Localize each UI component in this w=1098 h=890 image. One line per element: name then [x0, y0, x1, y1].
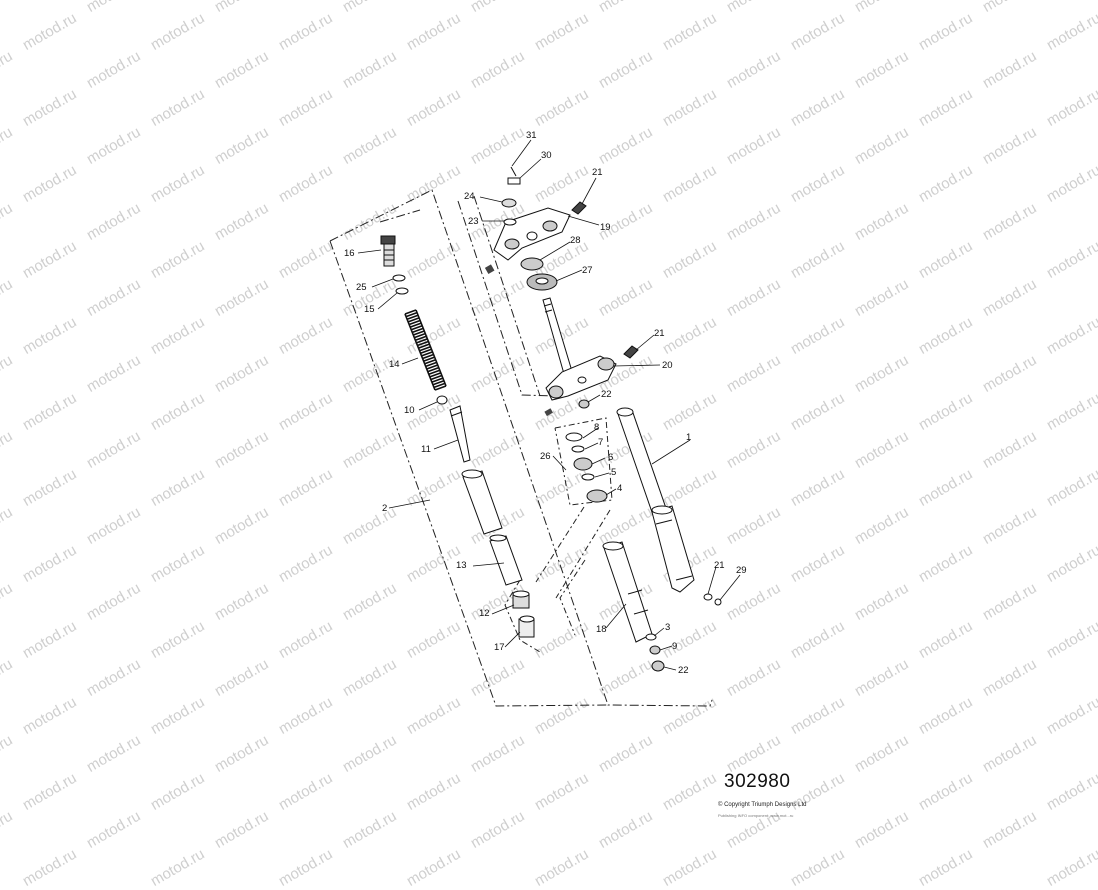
part-spacer-10: [436, 395, 448, 405]
callout-15: 15: [364, 304, 375, 315]
reference-number: 302980: [724, 771, 791, 792]
part-cap-22-lower: [651, 660, 665, 672]
part-inner-tube-13: [461, 469, 523, 586]
part-washer-18: [645, 633, 657, 641]
part-top-yoke-19: [493, 207, 571, 261]
part-bush-9: [518, 615, 535, 638]
callout-2: 2: [382, 503, 387, 514]
callout-6: 6: [608, 452, 613, 463]
callout-19: 19: [600, 222, 611, 233]
part-cap-22: [578, 399, 590, 409]
exploded-fork-diagram: 3130242123192816272515211420102287112616…: [329, 130, 747, 707]
leader-lines: [357, 139, 741, 671]
callout-21: 21: [714, 560, 725, 571]
callout-27: 27: [582, 265, 593, 276]
part-top-cap-16: [380, 235, 396, 267]
callout-25: 25: [356, 282, 367, 293]
seal-kit-bracket: [504, 417, 613, 653]
callout-14: 14: [389, 359, 400, 370]
callout-22: 22: [601, 389, 612, 400]
part-screw-21-top: [571, 201, 587, 215]
part-washer-29: [714, 598, 722, 606]
watermark-text: motod.ru: [147, 845, 208, 890]
callout-11: 11: [421, 444, 431, 455]
callout-30: 30: [541, 150, 552, 161]
part-screw-left: [484, 264, 495, 274]
part-bolt-21-lower: [703, 593, 713, 601]
part-washer-25: [392, 274, 406, 282]
part-washer-23: [503, 218, 517, 226]
watermark-text: motod.ru: [19, 845, 80, 890]
callout-21: 21: [592, 167, 603, 178]
callout-21: 21: [654, 328, 665, 339]
part-plate-30: [507, 177, 521, 185]
copyright-text: © Copyright Triumph Designs Ltd: [718, 802, 807, 808]
part-washer-15: [395, 287, 409, 295]
callout-12: 12: [479, 608, 490, 619]
callout-8: 8: [594, 422, 599, 433]
watermark-text: motod.ru: [787, 845, 848, 890]
part-seal-kit-4-8: [565, 432, 608, 503]
watermark-text: motod.ru: [659, 845, 720, 890]
part-spring-14: [404, 309, 447, 391]
part-bush-12: [512, 590, 530, 609]
callout-20: 20: [662, 360, 673, 371]
part-fork-slider-3: [602, 541, 653, 643]
callout-24: 24: [464, 191, 475, 202]
callout-22: 22: [678, 665, 689, 676]
outer-assembly-outline: [329, 189, 713, 707]
part-damper-rod-11: [449, 405, 471, 463]
callout-16: 16: [344, 248, 355, 259]
part-bottom-yoke-20: [545, 355, 617, 401]
part-bolt-17: [649, 645, 661, 655]
watermark-text: motod.ru: [275, 845, 336, 890]
callout-4: 4: [617, 483, 622, 494]
watermark-text: motod.ru: [1043, 845, 1098, 890]
watermark-text: motod.ru: [531, 845, 592, 890]
part-nut-28: [520, 257, 544, 271]
callout-18: 18: [596, 624, 607, 635]
part-fork-slider-1: [616, 407, 695, 593]
part-screw-lower: [544, 408, 553, 417]
part-pin-31: [510, 166, 517, 177]
watermark-text: motod.ru: [915, 845, 976, 890]
watermark-text: motod.ru: [403, 845, 464, 890]
callout-9: 9: [672, 641, 677, 652]
callout-23: 23: [468, 216, 479, 227]
callout-7: 7: [598, 437, 603, 448]
callout-28: 28: [570, 235, 581, 246]
copyright-subtext: Publishing INFO component: www.mot...ru: [718, 813, 794, 818]
part-screw-21-mid: [623, 345, 639, 359]
callout-1: 1: [686, 432, 691, 443]
callout-17: 17: [494, 642, 505, 653]
callout-29: 29: [736, 565, 747, 576]
callout-3: 3: [665, 622, 670, 633]
part-nut-24: [501, 198, 517, 208]
callout-13: 13: [456, 560, 467, 571]
callout-26: 26: [540, 451, 551, 462]
callout-31: 31: [526, 130, 537, 141]
callout-10: 10: [404, 405, 415, 416]
callout-5: 5: [611, 467, 616, 478]
